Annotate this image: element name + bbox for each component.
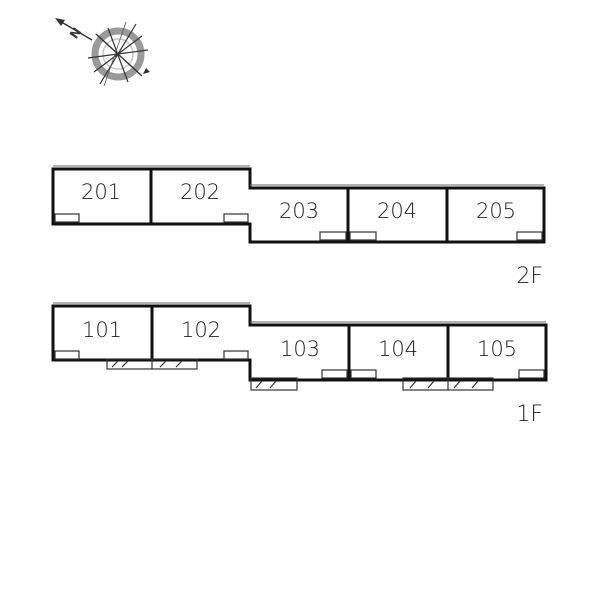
unit-202: 202 <box>180 180 220 204</box>
unit-204: 204 <box>377 199 417 223</box>
floor-2f-label: 2F <box>516 264 543 289</box>
unit-104: 104 <box>378 337 418 361</box>
unit-103: 103 <box>280 337 320 361</box>
unit-105: 105 <box>477 337 517 361</box>
floor-1f: 101 102 103 104 105 1F <box>51 302 548 427</box>
floor-1f-label: 1F <box>516 402 543 427</box>
compass-rose-icon <box>55 18 150 87</box>
floor-2f: 201 202 203 204 205 2F <box>51 165 546 289</box>
unit-101: 101 <box>82 318 122 342</box>
unit-205: 205 <box>476 199 516 223</box>
floor-1f-outline <box>51 304 548 382</box>
unit-203: 203 <box>279 199 319 223</box>
compass: N <box>55 18 150 87</box>
entrance-steps <box>106 358 494 391</box>
unit-102: 102 <box>181 318 221 342</box>
unit-201: 201 <box>81 180 121 204</box>
floor-2f-outline <box>51 167 546 244</box>
